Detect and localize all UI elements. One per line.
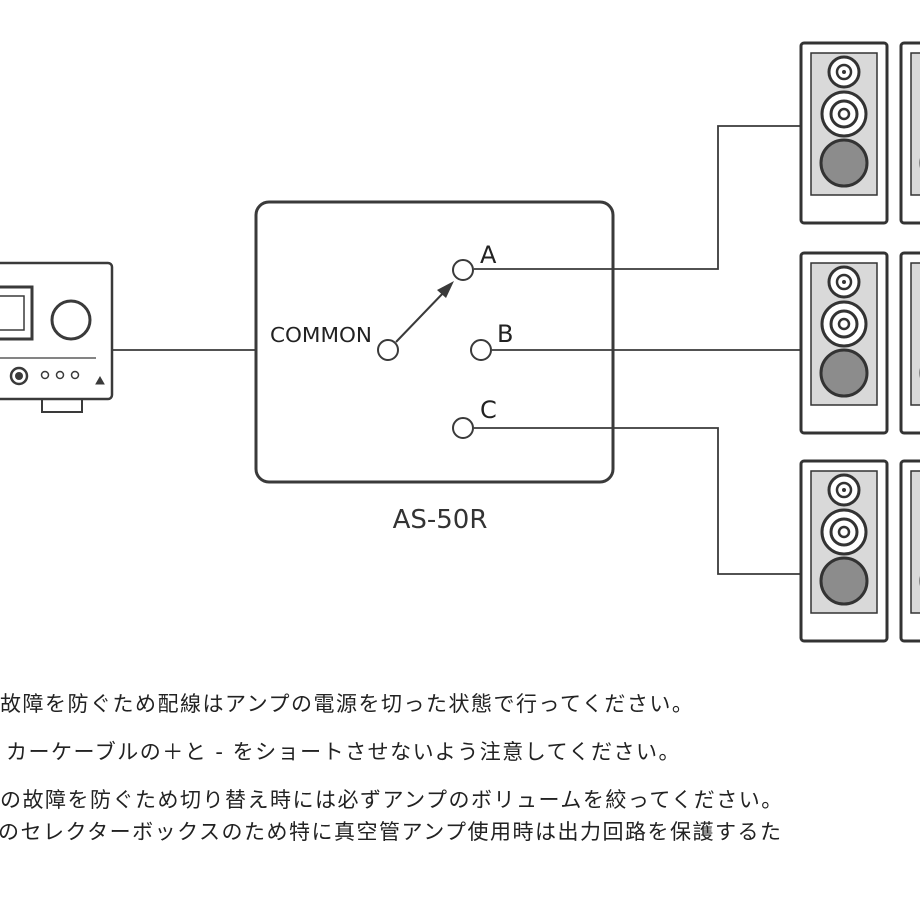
- note-item: カーケーブルの＋と - をショートさせないよう注意してください。: [6, 740, 681, 764]
- output-label-c: C: [480, 396, 497, 424]
- note-item: のセレクターボックスのため特に真空管アンプ使用時は出力回路を保護するた: [0, 820, 783, 844]
- switch-lever-icon: [395, 281, 454, 343]
- device-label: AS-50R: [393, 505, 488, 535]
- note-item: の故障を防ぐため切り替え時には必ずアンプのボリュームを絞ってください。: [0, 788, 784, 812]
- connection-diagram: COMMON A B C AS-50R: [0, 41, 920, 643]
- output-label-b: B: [497, 320, 513, 348]
- terminal-a: [452, 259, 474, 281]
- common-terminal: [377, 339, 399, 361]
- common-label: COMMON: [270, 323, 372, 347]
- output-label-a: A: [480, 241, 497, 269]
- amplifier-icon: [0, 261, 114, 413]
- terminal-b: [470, 339, 492, 361]
- speaker-c-icon: [799, 459, 920, 643]
- note-item: 故障を防ぐため配線はアンプの電源を切った状態で行ってください。: [0, 692, 695, 716]
- selector-box: [254, 200, 615, 484]
- speaker-a-icon: [799, 41, 920, 225]
- speaker-b-icon: [799, 251, 920, 435]
- terminal-c: [452, 417, 474, 439]
